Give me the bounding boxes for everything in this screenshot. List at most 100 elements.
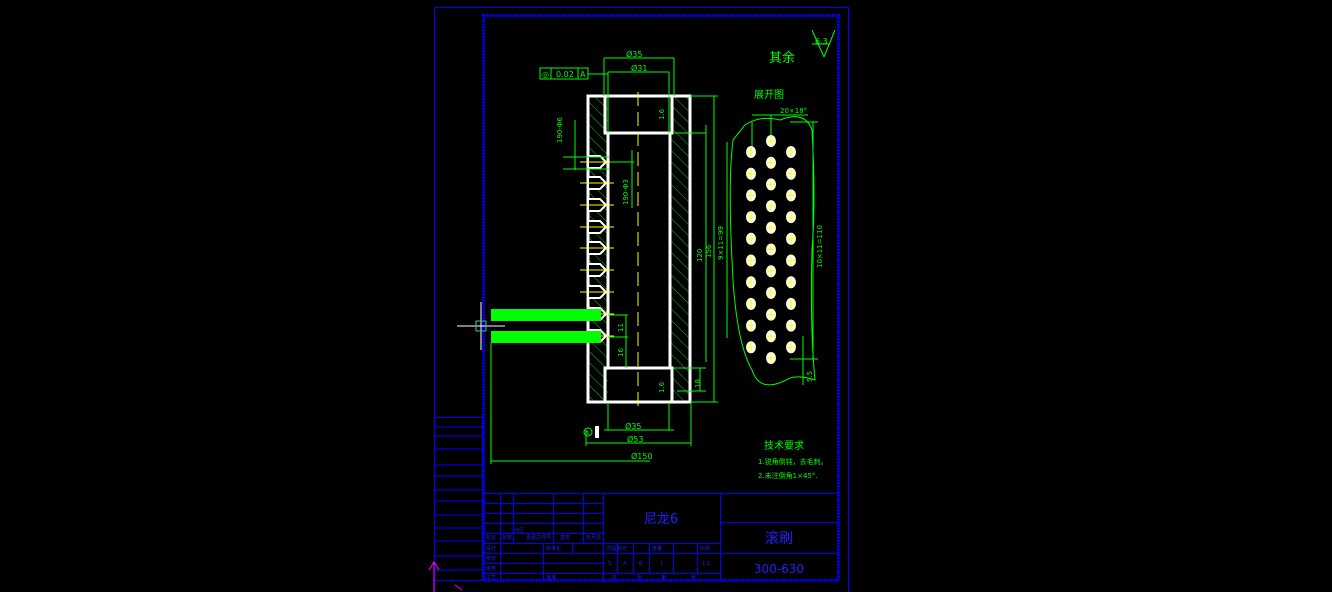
stage-value: B — [639, 561, 643, 567]
development-hole — [766, 286, 776, 299]
outer-border — [434, 7, 849, 592]
row-label: 校对 — [486, 555, 496, 562]
stage-value: A — [623, 561, 627, 567]
development-title: 展开图 — [754, 89, 784, 101]
dim-d53: Ø53 — [627, 434, 643, 444]
crosshair-cursor — [457, 302, 505, 350]
tol-symbol: ◎ — [542, 70, 549, 79]
rev-header: 分区 — [514, 527, 524, 534]
development-hole — [786, 276, 796, 289]
dim-holes-a: 190-Φ6 — [556, 117, 564, 143]
development-hole — [786, 319, 796, 332]
development-hole — [746, 341, 756, 354]
sheet-label: 第 — [661, 574, 666, 581]
development-hole — [766, 221, 776, 234]
development-hole — [766, 178, 776, 191]
dimension-lines — [490, 29, 836, 464]
dim-d150: Ø150 — [631, 451, 653, 461]
tol-datum: A — [580, 70, 586, 79]
dim-holes-b: 190-Φ3 — [622, 179, 630, 205]
development-hole — [746, 319, 756, 332]
row-label: 设计 — [486, 545, 496, 552]
development-hole — [766, 308, 776, 321]
dim-110: 10×11=110 — [816, 225, 824, 268]
ucs-icon — [428, 561, 463, 592]
tech-req-title: 技术要求 — [764, 439, 804, 452]
rev-header: 标记 — [486, 534, 496, 541]
row-label: 审核 — [486, 565, 496, 572]
row-label: 标准化 — [546, 545, 561, 552]
bristle-hole — [580, 285, 614, 299]
dim-angle: 20×18° — [780, 107, 807, 115]
development-hole — [746, 167, 756, 180]
bristle-hole — [580, 241, 614, 255]
tech-req-item: 2.未注倒角1×45°. — [758, 471, 818, 480]
row-label: 批准 — [546, 574, 556, 581]
development-hole — [786, 146, 796, 158]
dim-11: 11 — [617, 323, 625, 332]
dim-99: 9×11=99 — [717, 226, 725, 260]
development-hole — [786, 297, 796, 310]
rev-header: 处数 — [502, 534, 512, 541]
dim-5-5: 5.5 — [806, 371, 814, 382]
development-hole — [746, 146, 756, 158]
sheet-label: 张 — [637, 574, 642, 581]
sheet-label: 共 — [612, 574, 617, 581]
bristle-hole — [580, 198, 614, 212]
dim-156: 156 — [705, 244, 713, 258]
dim-120: 120 — [696, 249, 704, 262]
part-name-text: 滚刷 — [765, 530, 793, 547]
development-hole — [746, 276, 756, 289]
rev-header: 签名 — [560, 534, 570, 541]
development-hole — [786, 189, 796, 202]
selected-entity[interactable] — [491, 331, 601, 343]
title-block: 尼龙6 滚刷 300-630 标记 处数 分区 更改文件号 签名 年月日 设计 … — [483, 493, 838, 581]
material-text: 尼龙6 — [644, 512, 678, 527]
tech-req-item: 1.锐角倒钝，去毛刺。 — [758, 457, 828, 466]
datum-marker — [595, 426, 599, 438]
development-hole — [766, 156, 776, 169]
part-number-text: 300-630 — [754, 562, 804, 576]
development-hole — [766, 352, 776, 364]
bristle-hole — [580, 263, 614, 277]
bristle-hole — [580, 220, 614, 234]
stage-header: 阶段标记 — [607, 545, 627, 552]
stage-header: 重量 — [652, 545, 662, 552]
development-hole — [766, 135, 776, 147]
development-hole — [766, 330, 776, 343]
rev-header: 年月日 — [586, 534, 601, 541]
dim-d35-top: Ø35 — [626, 49, 642, 59]
tol-value: 0.02 — [556, 70, 574, 79]
development-hole — [786, 254, 796, 267]
development-hole — [746, 254, 756, 267]
section-view — [580, 92, 692, 406]
development-hole — [746, 297, 756, 310]
row-label: 工艺 — [486, 575, 496, 581]
development-hole — [746, 189, 756, 202]
datum-label: A — [585, 430, 590, 437]
stage-value: S — [608, 561, 611, 567]
stage-header: 比例 — [700, 545, 710, 552]
dim-d31: Ø31 — [631, 63, 647, 73]
inner-border — [482, 14, 840, 582]
development-hole — [766, 265, 776, 278]
development-holes — [746, 135, 796, 364]
surface-value: 6.3 — [815, 37, 828, 46]
roughness-bottom: 1.6 — [658, 381, 666, 393]
dim-18: 18 — [694, 379, 702, 388]
development-hole — [786, 341, 796, 354]
development-hole — [786, 211, 796, 224]
side-strip — [434, 417, 483, 581]
stage-value: 1 — [660, 561, 663, 567]
dim-16: 16 — [617, 348, 625, 357]
selected-entity[interactable] — [491, 309, 601, 321]
development-hole — [766, 243, 776, 256]
roughness-top: 1.6 — [658, 108, 666, 120]
rev-header: 更改文件号 — [526, 534, 551, 541]
development-hole — [786, 167, 796, 180]
development-hole — [746, 211, 756, 224]
development-hole — [786, 232, 796, 245]
bristle-hole — [580, 176, 614, 190]
stage-value: 1:1 — [702, 561, 710, 567]
